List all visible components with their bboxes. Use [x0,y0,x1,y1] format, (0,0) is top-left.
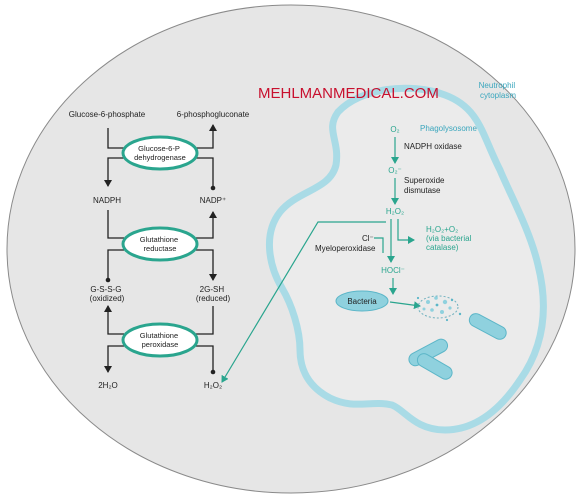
cytoplasm-label: Neutrophil cytoplasm [479,81,518,100]
gssg-label: G-S-S-G (oxidized) [90,285,125,303]
g6pd-to-nadph-arrow [104,157,124,187]
nadp-label: NADP⁺ [200,196,226,205]
h2o2-to-catalase-arrow [397,219,415,244]
g6pd-enzyme [121,135,199,171]
chloride-label: Cl⁻ [362,234,374,243]
o2-label: O₂ [390,125,399,134]
h2o2-right-label: H₂O₂ [386,207,404,216]
nadph-oxidase-label: NADPH oxidase [404,142,462,151]
gp-to-gssg-arrow [104,305,124,335]
gsh-to-gp-connector [196,306,214,335]
g6pd-enzyme-label: Glucose-6-P dehydrogenase [134,144,186,162]
catalase-products-label: H₂O₂+O₂ (via bacterial catalase) [426,225,474,252]
gr-to-nadp-arrow [196,211,217,239]
bacteria-to-debris-arrow [389,301,421,310]
glutathione-peroxidase-label: Glutathione peroxidase [140,331,180,349]
bacterium [335,290,389,312]
h2o2-left-label: H₂O₂ [204,381,222,390]
bacteria-label: Bacteria [347,297,377,306]
glutathione-reductase-enzyme [121,226,199,262]
gssg-to-gr-connector [105,249,124,283]
6-phosphogluconate-label: 6-phosphogluconate [177,110,250,119]
superoxide-label: O₂⁻ [388,166,402,175]
nadp-to-g6pd-connector [196,157,216,191]
glutathione-reductase-label: Glutathione reductase [140,235,180,253]
nadph-label: NADPH [93,196,121,205]
glutathione-peroxidase-enzyme [121,322,199,358]
watermark: MEHLMANMEDICAL.COM [258,85,439,102]
nadph-to-gr-connector [107,210,124,239]
h2o2-to-gp-connector [196,345,216,375]
gp-to-water-arrow [104,345,124,373]
bacterial-debris [416,295,462,322]
granule [468,313,507,340]
chloride-connector [374,237,384,253]
glucose-6-phosphate-label: Glucose-6-phosphate [69,110,146,119]
phagolysosome-label: Phagolysosome [420,124,477,133]
gr-to-gsh-arrow [196,249,217,281]
myeloperoxidase-label: Myeloperoxidase [315,244,376,253]
g6p-to-nadph-connector [107,128,124,149]
granule [416,353,453,380]
gsh-label: 2G-SH (reduced) [196,285,231,303]
g6pd-to-6pg-arrow [196,124,217,149]
hocl-label: HOCl⁻ [381,266,405,275]
water-label: 2H₂O [98,381,118,390]
phagolysosome-membrane [265,84,547,434]
superoxide-dismutase-label: Superoxide dismutase [404,176,447,195]
h2o2-to-peroxidase-arrow [221,221,386,383]
